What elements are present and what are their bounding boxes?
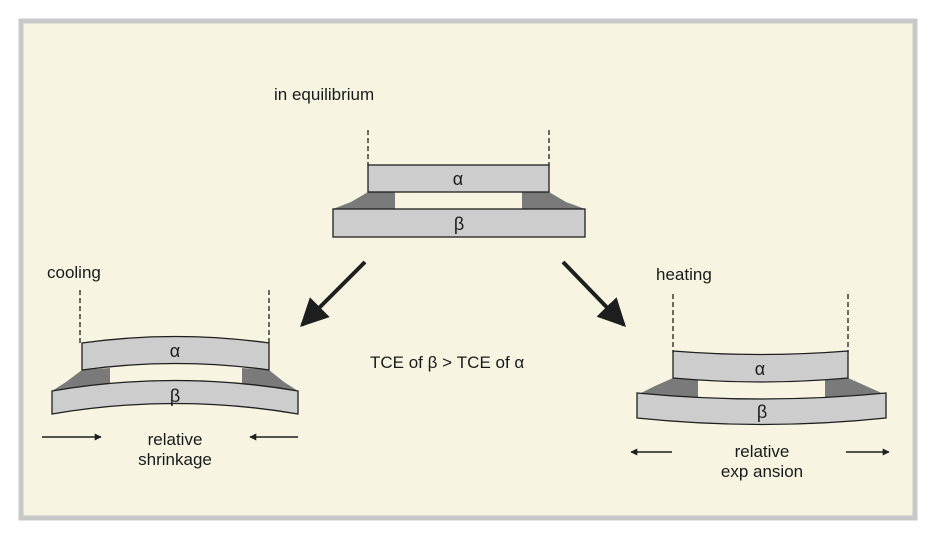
expansion-label: relative exp ansion [721,442,803,481]
heating-alpha-symbol: α [754,359,766,379]
cooling-beta-symbol: β [169,386,181,406]
equilibrium-beta-layer [332,208,586,238]
heating-beta-layer [636,392,887,426]
heating-transition-arrow [561,260,626,328]
equilibrium-beta-symbol: β [453,214,465,234]
cooling-alpha-layer [81,335,270,371]
equilibrium-alpha-layer [367,164,550,193]
shrinkage-label-line1: relative [147,430,203,449]
shrinkage-label: relative shrinkage [138,430,212,469]
expansion-label-line2: exp ansion [720,461,804,481]
cooling-alpha-symbol: α [169,341,181,361]
equilibrium-adhesive-right [522,192,585,209]
heating-adhesive-right [825,378,886,398]
expansion-label-line1: relative [734,442,790,461]
heating-alpha-layer [672,350,849,383]
heating-label: heating [656,265,712,284]
cooling-label: cooling [47,263,101,282]
equilibrium-alpha-symbol: α [452,169,464,189]
cooling-beta-layer [51,379,299,415]
heating-beta-symbol: β [756,402,768,422]
equilibrium-adhesive-left [333,192,395,209]
equilibrium-label: in equilibrium [274,85,375,104]
heating-assembly [630,294,890,456]
diagram-frame [18,18,918,521]
heating-adhesive-left [637,378,698,398]
cooling-assembly [42,290,299,441]
cooling-transition-arrow [300,260,367,327]
tce-condition-label: TCE of β > TCE of α [370,353,525,372]
equilibrium-assembly [332,130,586,238]
shrinkage-label-line2: shrinkage [138,449,212,469]
